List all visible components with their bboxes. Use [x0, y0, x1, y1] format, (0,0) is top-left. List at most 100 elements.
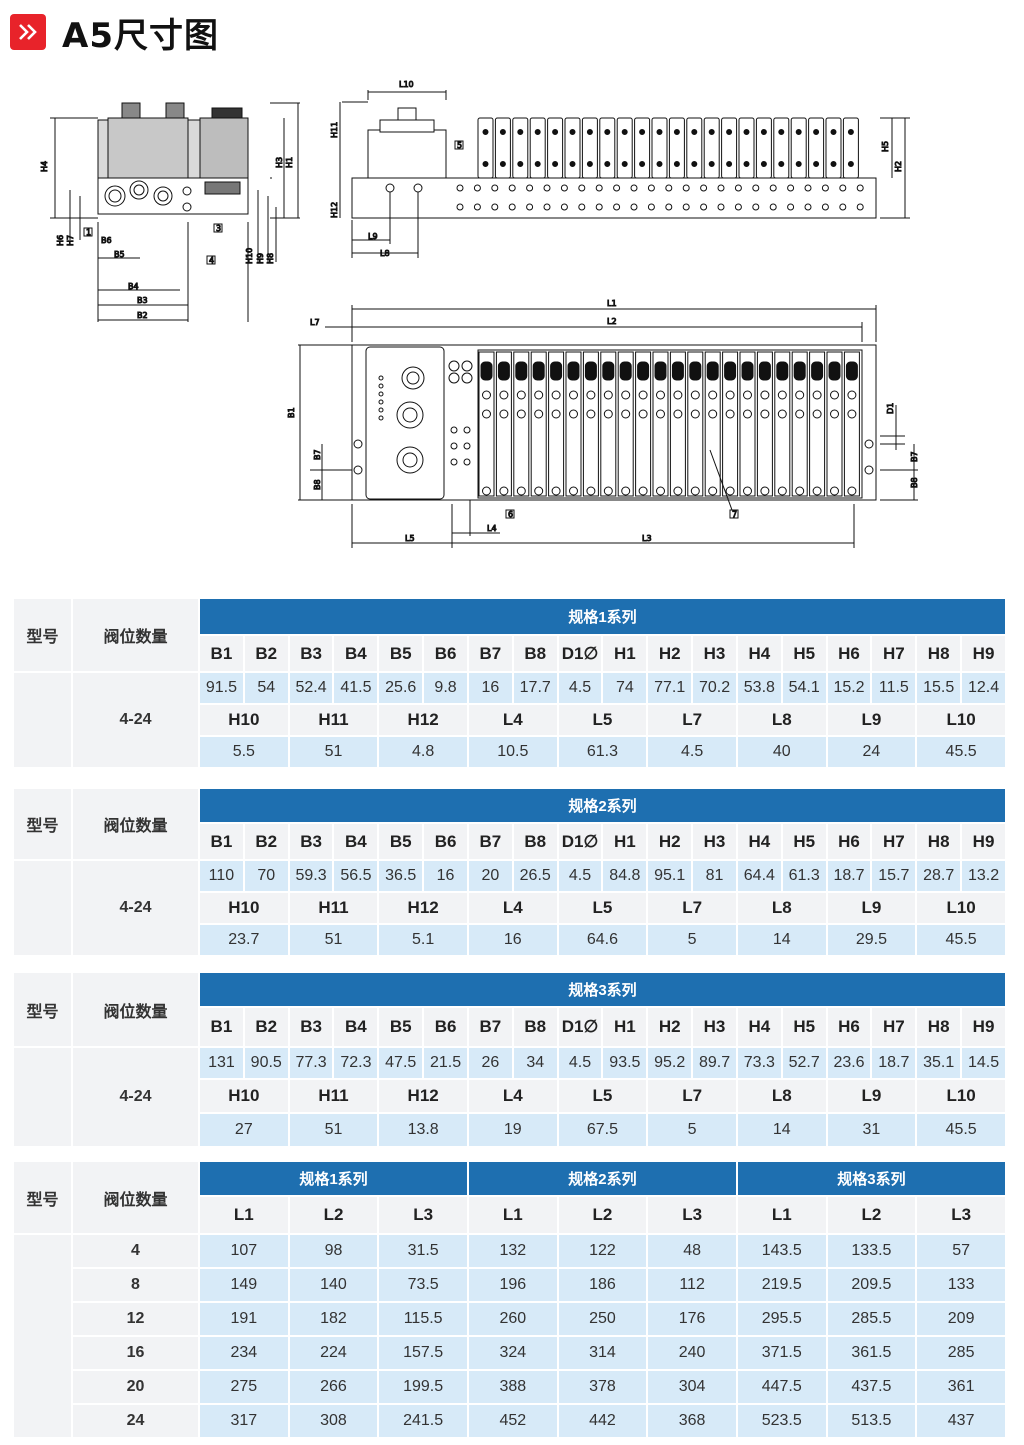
column-header: H6	[827, 1008, 871, 1046]
positions-label: 阀位数量	[73, 973, 198, 1046]
port-fitting	[473, 184, 481, 192]
table-cell: 52.4	[289, 673, 333, 703]
valve-slice	[599, 117, 616, 179]
port-fitting	[682, 203, 690, 211]
valve-slice	[651, 117, 668, 179]
valve-slice-top	[843, 351, 860, 497]
port-fitting	[804, 203, 812, 211]
column-header: H11	[289, 1080, 378, 1112]
label-h1: H1	[285, 157, 294, 168]
column-header: B7	[468, 824, 512, 859]
table-cell: 224	[289, 1337, 378, 1369]
series-header-3: 规格3系列	[737, 1162, 1005, 1195]
table-cell: 361.5	[827, 1337, 916, 1369]
table-cell: 260	[468, 1303, 557, 1335]
label-d1: D1	[886, 403, 895, 414]
port-fitting	[787, 184, 795, 192]
table-cell: 73.3	[737, 1048, 781, 1078]
table-cell: 308	[289, 1405, 378, 1437]
table-cell: 219.5	[737, 1269, 826, 1301]
label-l1: L1	[607, 299, 617, 308]
table-cell: 56.5	[334, 861, 378, 891]
port-fitting	[560, 184, 568, 192]
port-fitting	[526, 203, 534, 211]
valve-slice	[686, 117, 703, 179]
callout-5: 5	[457, 141, 462, 150]
table-cell: 4.5	[648, 737, 736, 767]
column-header: L2	[558, 1197, 647, 1233]
column-header: L8	[737, 893, 826, 923]
table-cell: 47.5	[379, 1048, 423, 1078]
table-cell: 133	[917, 1269, 1005, 1301]
table-cell: 70.2	[693, 673, 736, 703]
table-cell: 442	[558, 1405, 647, 1437]
table-cell: 250	[558, 1303, 647, 1335]
column-header: B3	[289, 636, 333, 671]
label-h11: H11	[330, 122, 339, 138]
series-header: 规格2系列	[200, 789, 1005, 822]
column-header: L7	[648, 705, 736, 735]
table-cell: 53.8	[737, 673, 781, 703]
table-cell: 241.5	[379, 1405, 467, 1437]
port-fitting	[508, 203, 516, 211]
table-cell: 45.5	[917, 925, 1005, 955]
port-fitting	[630, 184, 638, 192]
table-cell: 17.7	[513, 673, 557, 703]
positions-range: 4-24	[73, 861, 198, 955]
table-cell: 74	[603, 673, 647, 703]
table-cell: 209	[917, 1303, 1005, 1335]
column-header: L2	[289, 1197, 378, 1233]
port-fitting	[700, 203, 708, 211]
column-header: L3	[379, 1197, 467, 1233]
table-cell: 112	[648, 1269, 736, 1301]
port-fitting	[595, 184, 603, 192]
technical-drawing: H4 H6 H7 H1 H3 H10 H9 H8 B6 B5 B4 B3 B2 …	[40, 80, 920, 548]
column-header: H7	[872, 636, 916, 671]
table-cell: 140	[289, 1269, 378, 1301]
column-header: B1	[200, 1008, 243, 1046]
column-header: L1	[737, 1197, 826, 1233]
label-h6: H6	[56, 235, 65, 246]
table-cell: 4.5	[558, 861, 602, 891]
table-cell: 95.1	[648, 861, 692, 891]
column-header: B5	[379, 824, 423, 859]
table-cell: 523.5	[737, 1405, 826, 1437]
valve-slice	[755, 117, 772, 179]
table-cell: 41.5	[334, 673, 378, 703]
table-cell: 64.4	[737, 861, 781, 891]
column-header: B4	[334, 1008, 378, 1046]
valve-slice-top	[530, 351, 547, 497]
table-cell: 324	[468, 1337, 557, 1369]
valve-slice-top	[478, 351, 495, 497]
port-fitting	[543, 203, 551, 211]
valve-slice	[581, 117, 598, 179]
column-header: H9	[962, 1008, 1005, 1046]
table-cell: 61.3	[558, 737, 647, 767]
column-header: L10	[917, 893, 1005, 923]
table-cell: 31.5	[379, 1235, 467, 1267]
port-fitting	[839, 203, 847, 211]
port-fitting	[665, 203, 673, 211]
column-header: H3	[693, 636, 736, 671]
valve-slice	[703, 117, 720, 179]
column-header: L1	[468, 1197, 557, 1233]
valve-slice	[547, 117, 564, 179]
column-header: B6	[424, 1008, 467, 1046]
label-b5: B5	[114, 250, 125, 259]
valve-slice	[529, 117, 546, 179]
column-header: H5	[782, 1008, 826, 1046]
port-fitting	[491, 184, 499, 192]
label-l2: L2	[607, 317, 617, 326]
table-cell: 40	[737, 737, 826, 767]
column-header: B2	[244, 824, 288, 859]
table-cell: 186	[558, 1269, 647, 1301]
label-l7: L7	[310, 318, 320, 327]
table-cell: 157.5	[379, 1337, 467, 1369]
front-view	[339, 90, 910, 258]
valve-slice	[773, 117, 790, 179]
column-header: B4	[334, 636, 378, 671]
label-h4: H4	[40, 161, 49, 172]
